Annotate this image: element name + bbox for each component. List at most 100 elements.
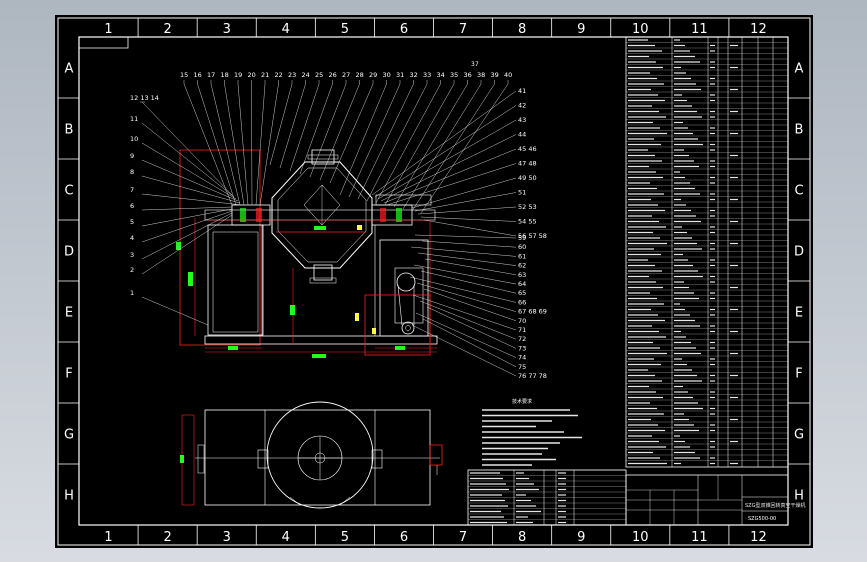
leader-top-19: 19 — [234, 71, 242, 79]
leader-top-24: 24 — [302, 71, 310, 79]
column-label-top-10: 10 — [632, 22, 649, 37]
leader-top-38: 38 — [477, 71, 485, 79]
leader-top-34: 34 — [437, 71, 445, 79]
column-label-bottom-6: 6 — [400, 530, 408, 545]
column-label-bottom-7: 7 — [459, 530, 467, 545]
row-label-right-H: H — [794, 489, 804, 504]
leader-top-25: 25 — [315, 71, 323, 79]
column-label-bottom-3: 3 — [223, 530, 231, 545]
leader-right-56-57-58: 56 57 58 — [518, 232, 547, 240]
leader-right-72: 72 — [518, 335, 526, 343]
paper-background — [55, 15, 813, 548]
leader-left-10: 10 — [130, 135, 138, 143]
leader-right-75: 75 — [518, 363, 526, 371]
row-label-left-E: E — [65, 306, 73, 321]
leader-top-40: 40 — [504, 71, 512, 79]
leader-right-43: 43 — [518, 116, 526, 124]
row-label-right-F: F — [795, 367, 802, 382]
leader-top-22: 22 — [275, 71, 283, 79]
leader-top-35: 35 — [450, 71, 458, 79]
column-label-top-11: 11 — [691, 22, 708, 37]
column-label-bottom-4: 4 — [282, 530, 290, 545]
parts-list-table — [625, 36, 789, 468]
leader-right-47-48: 47 48 — [518, 160, 537, 168]
column-label-top-4: 4 — [282, 22, 290, 37]
column-label-bottom-9: 9 — [577, 530, 585, 545]
column-label-top-1: 1 — [104, 22, 112, 37]
leader-right-62: 62 — [518, 262, 526, 270]
row-label-right-C: C — [794, 184, 803, 199]
leader-top-36: 36 — [464, 71, 472, 79]
title-block-name: SZG型双锥回转真空干燥机 — [745, 502, 805, 509]
outer-border — [57, 17, 811, 546]
row-label-right-G: G — [794, 428, 804, 443]
leader-right-70: 70 — [518, 317, 526, 325]
row-label-left-D: D — [64, 245, 74, 260]
column-label-bottom-8: 8 — [518, 530, 526, 545]
column-label-bottom-10: 10 — [632, 530, 649, 545]
leader-top-29: 29 — [369, 71, 377, 79]
leader-number-37: 37 — [471, 61, 479, 68]
column-label-top-8: 8 — [518, 22, 526, 37]
leader-right-44: 44 — [518, 131, 526, 139]
leader-left-11: 11 — [130, 115, 138, 123]
leader-left-3: 3 — [130, 251, 134, 259]
leader-right-65: 65 — [518, 289, 526, 297]
row-label-right-A: A — [795, 62, 804, 77]
leader-lines — [140, 80, 517, 377]
leader-left-1: 1 — [130, 289, 134, 297]
leader-right-61: 61 — [518, 252, 526, 260]
title-block: SZG型双锥回转真空干燥机 SZG500-00 — [625, 474, 805, 526]
leader-top-21: 21 — [261, 71, 269, 79]
leader-top-17: 17 — [207, 71, 215, 79]
corner-stamp-box — [79, 37, 129, 49]
leader-top-30: 30 — [383, 71, 391, 79]
leader-right-45-46: 45 46 — [518, 145, 537, 153]
leader-right-59: 59 — [518, 234, 526, 242]
leader-right-52-53: 52 53 — [518, 203, 537, 211]
leader-top-18: 18 — [221, 71, 229, 79]
leader-top-39: 39 — [491, 71, 499, 79]
leader-right-64: 64 — [518, 280, 526, 288]
column-label-top-5: 5 — [341, 22, 349, 37]
leader-top-15: 15 — [180, 71, 188, 79]
column-label-top-3: 3 — [223, 22, 231, 37]
leader-right-74: 74 — [518, 354, 526, 362]
leader-top-33: 33 — [423, 71, 431, 79]
row-label-right-E: E — [795, 306, 803, 321]
leader-left-6: 6 — [130, 202, 134, 210]
leader-left-12-13-14: 12 13 14 — [130, 94, 159, 102]
column-label-bottom-11: 11 — [691, 530, 708, 545]
leader-right-41: 41 — [518, 87, 526, 95]
leader-right-73: 73 — [518, 344, 526, 352]
leader-top-28: 28 — [356, 71, 364, 79]
leader-left-9: 9 — [130, 152, 134, 160]
leader-left-2: 2 — [130, 266, 134, 274]
tech-requirements-heading: 技术要求 — [512, 398, 532, 405]
column-label-top-7: 7 — [459, 22, 467, 37]
column-label-bottom-5: 5 — [341, 530, 349, 545]
leader-top-32: 32 — [410, 71, 418, 79]
row-label-left-F: F — [65, 367, 72, 382]
leader-top-23: 23 — [288, 71, 296, 79]
column-label-bottom-12: 12 — [750, 530, 767, 545]
column-label-bottom-2: 2 — [163, 530, 171, 545]
row-label-left-G: G — [64, 428, 74, 443]
leader-right-42: 42 — [518, 102, 526, 110]
leader-right-66: 66 — [518, 298, 526, 306]
row-label-left-H: H — [64, 489, 74, 504]
leader-right-51: 51 — [518, 189, 526, 197]
leader-top-16: 16 — [194, 71, 202, 79]
title-block-code: SZG500-00 — [748, 516, 776, 522]
leader-right-71: 71 — [518, 326, 526, 334]
leader-top-20: 20 — [248, 71, 256, 79]
